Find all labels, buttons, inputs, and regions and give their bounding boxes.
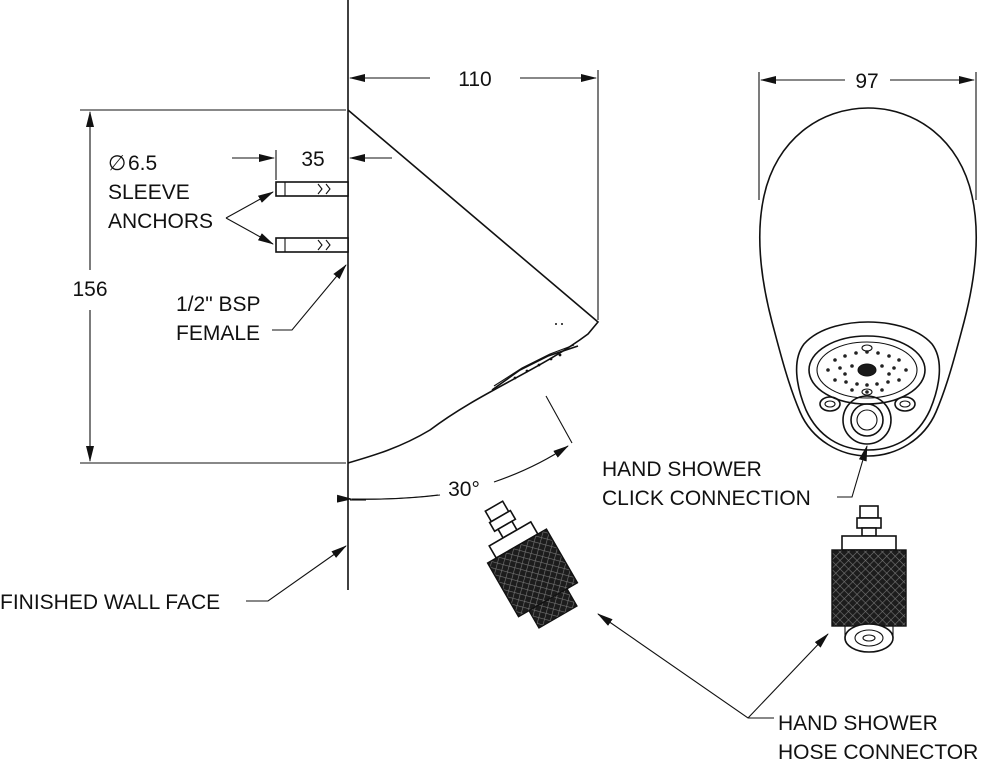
shower-head-side-body <box>347 109 600 464</box>
bsp-label-2: FEMALE <box>176 322 260 345</box>
dimension-110: 110 <box>349 68 599 320</box>
sleeve-anchor-upper <box>275 181 349 197</box>
right-button <box>894 396 916 412</box>
angle-30-label: 30° <box>448 478 480 501</box>
shower-head-front-body <box>759 107 977 457</box>
diameter-symbol: ∅ <box>108 152 126 175</box>
dimension-156: 156 <box>72 109 346 464</box>
left-button <box>819 396 841 412</box>
wall-face-label: FINISHED WALL FACE <box>0 591 220 614</box>
sleeve-anchors-callout: ∅ 6.5 SLEEVE ANCHORS <box>108 152 274 245</box>
side-view: 110 156 35 ∅ 6.5 SLEEVE ANCHORS <box>0 0 600 614</box>
hose-connector-callout: HAND SHOWER HOSE CONNECTOR <box>597 613 978 764</box>
front-panel <box>795 321 941 451</box>
sleeve-anchors-label-2: ANCHORS <box>108 210 213 233</box>
bsp-label-1: 1/2" BSP <box>176 293 261 316</box>
hose-connector-front <box>831 505 907 653</box>
angle-30-dimension: 30° <box>336 395 573 503</box>
spray-nozzles <box>826 350 908 394</box>
dimension-97: 97 <box>758 70 977 200</box>
click-connection-label-1: HAND SHOWER <box>602 458 762 481</box>
dimension-35: 35 <box>232 148 392 180</box>
spray-face-side <box>491 345 579 391</box>
sleeve-anchors-label-1: SLEEVE <box>108 181 190 204</box>
click-connection-outlet <box>842 395 892 445</box>
dimension-110-label: 110 <box>458 68 491 91</box>
click-connection-callout: HAND SHOWER CLICK CONNECTION <box>602 445 868 510</box>
spray-face-dots <box>513 353 562 380</box>
dimension-97-label: 97 <box>855 70 878 93</box>
dimension-156-label: 156 <box>72 278 107 301</box>
spray-plate-inner <box>816 341 918 399</box>
dimension-35-label: 35 <box>301 148 324 171</box>
anchor-diameter-label: 6.5 <box>128 152 157 175</box>
bsp-female-callout: 1/2" BSP FEMALE <box>176 264 347 345</box>
hose-connector-label-2: HOSE CONNECTOR <box>778 741 978 764</box>
sleeve-anchor-lower <box>275 237 349 253</box>
front-view: 97 HAND SHOWER CLICK CONNECTION <box>602 70 977 510</box>
wall-face-callout: FINISHED WALL FACE <box>0 545 347 614</box>
click-connection-label-2: CLICK CONNECTION <box>602 487 811 510</box>
hose-connector-label-1: HAND SHOWER <box>778 712 938 735</box>
hose-connector-angled <box>484 500 579 629</box>
